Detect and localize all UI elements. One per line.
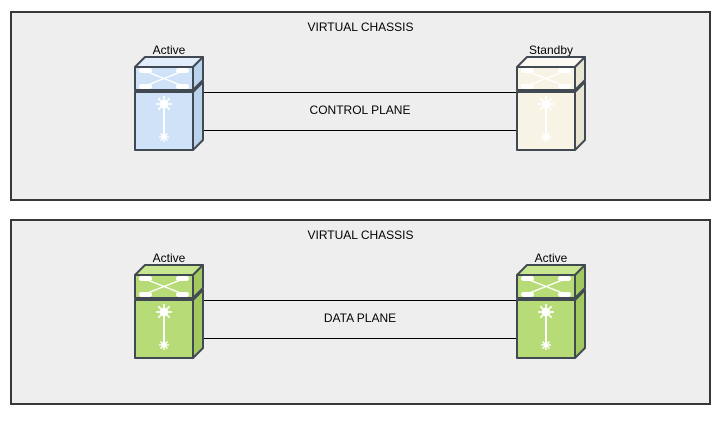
chassis-node-active: Active (134, 44, 204, 151)
panel-title: VIRTUAL CHASSIS (307, 228, 414, 242)
node-label: Active (152, 43, 186, 57)
connector-line (203, 92, 517, 93)
node-label: Active (152, 251, 186, 265)
lower-side-face (192, 289, 204, 359)
chassis-3d-shape (516, 264, 586, 359)
node-label: Standby (528, 43, 574, 57)
upper-top-face (134, 264, 204, 276)
virtual-chassis-panel-data: VIRTUAL CHASSIS DATA PLANE Active (10, 219, 711, 405)
chassis-3d-shape (134, 56, 204, 151)
panel-title: VIRTUAL CHASSIS (307, 20, 414, 34)
lower-side-face (192, 81, 204, 151)
lower-side-face (574, 81, 586, 151)
virtual-chassis-panel-control: VIRTUAL CHASSIS CONTROL PLANE Active (10, 11, 711, 201)
upper-top-face (516, 264, 586, 276)
upper-top-face (516, 56, 586, 68)
node-label: Active (534, 251, 568, 265)
connector-line (203, 300, 517, 301)
chassis-node-standby: Standby (516, 44, 586, 151)
chassis-3d-shape (134, 264, 204, 359)
lower-side-face (574, 289, 586, 359)
chassis-3d-shape (516, 56, 586, 151)
connection-label: CONTROL PLANE (309, 103, 411, 117)
connector-line (203, 130, 517, 131)
chassis-node-active: Active (516, 252, 586, 359)
chassis-node-active: Active (134, 252, 204, 359)
connection-label: DATA PLANE (323, 311, 397, 325)
connector-line (203, 338, 517, 339)
upper-top-face (134, 56, 204, 68)
